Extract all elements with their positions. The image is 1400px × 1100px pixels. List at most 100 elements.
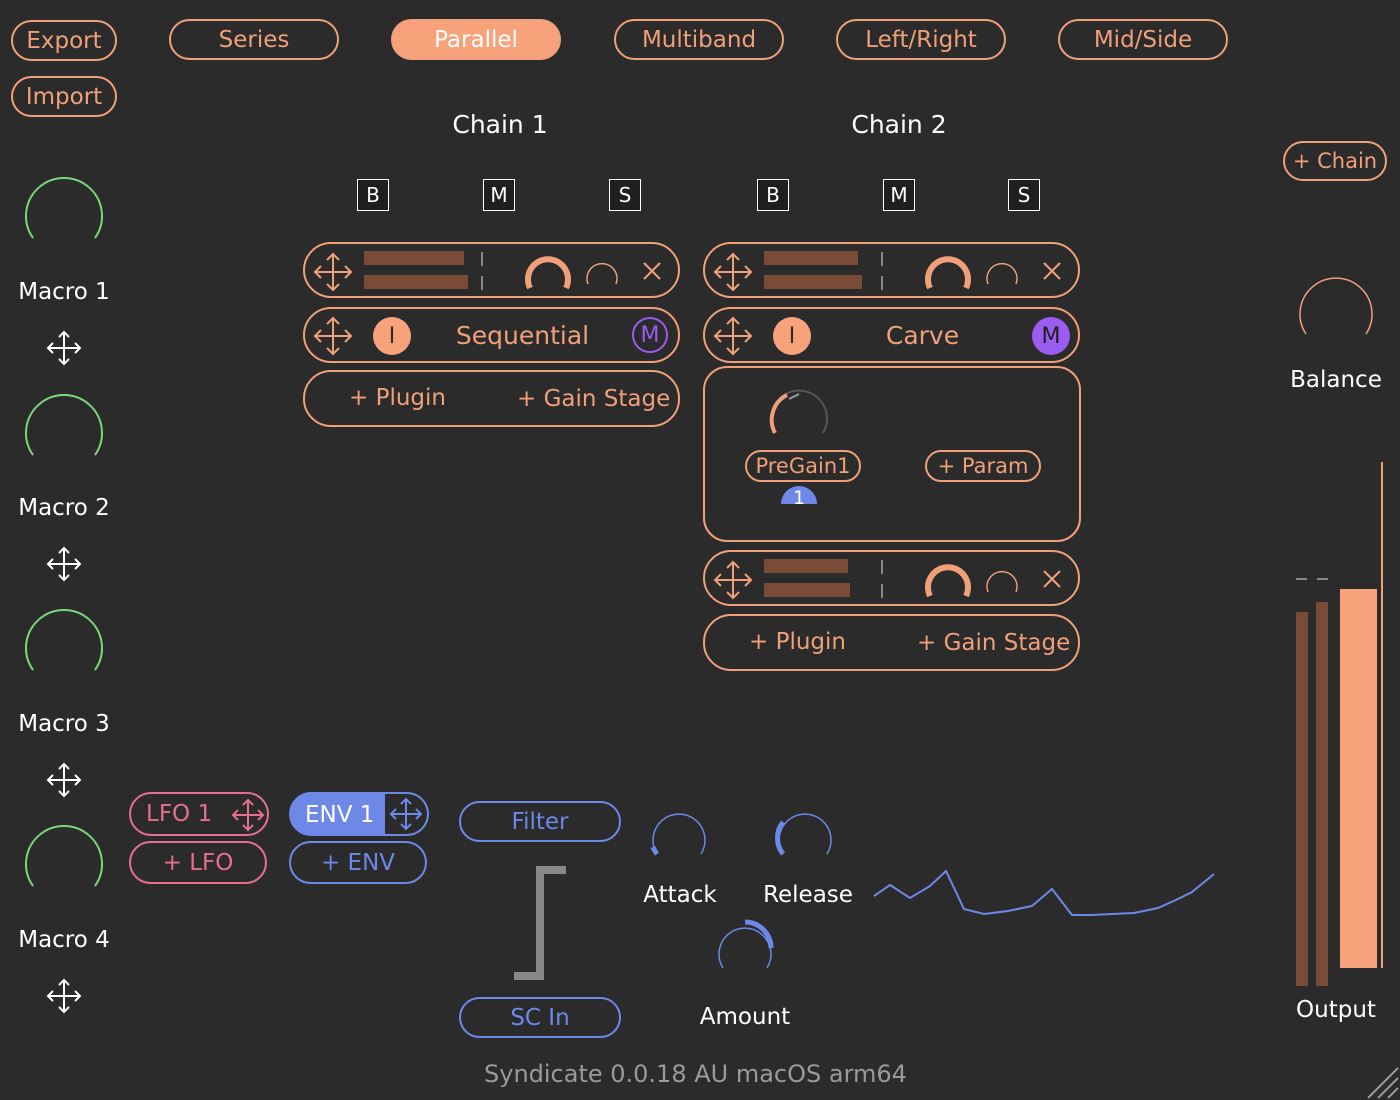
chain-1-mod-input-button[interactable]: I — [373, 317, 411, 355]
chain-2-gain-1-close-icon[interactable] — [1042, 261, 1062, 281]
chain-2-mod-m-button[interactable]: M — [1032, 317, 1070, 355]
balance-knob[interactable] — [1294, 266, 1378, 342]
filter-label: Filter — [511, 808, 569, 835]
chain-2-mute-button[interactable]: M — [883, 179, 915, 211]
balance-label: Balance — [1290, 367, 1382, 393]
chain-2-gain-2-drag-icon[interactable] — [713, 560, 753, 600]
release-label: Release — [763, 882, 853, 908]
chain-1-solo-button[interactable]: S — [609, 179, 641, 211]
amount-knob[interactable] — [714, 919, 776, 976]
routing-left-right-label: Left/Right — [865, 26, 977, 53]
chain-2-gain-2-pan-knob[interactable] — [984, 562, 1020, 596]
chain-2-gain-1-pan-knob[interactable] — [984, 254, 1020, 288]
chain-2-gain-1-knob[interactable] — [923, 250, 973, 294]
chain-2-pregain-knob[interactable] — [765, 383, 833, 439]
macro-2-label: Macro 2 — [18, 495, 110, 521]
chain-2-add-param-button[interactable]: + Param — [925, 450, 1041, 482]
macro-4-label: Macro 4 — [18, 927, 110, 953]
output-peak-left — [1296, 578, 1307, 580]
routing-left-right-button[interactable]: Left/Right — [836, 19, 1006, 60]
filter-button[interactable]: Filter — [459, 801, 621, 842]
output-gain-slider[interactable] — [1340, 589, 1377, 968]
chain-2-gain-1-meter-left — [764, 251, 858, 265]
output-label: Output — [1296, 997, 1376, 1023]
import-button[interactable]: Import — [11, 76, 117, 117]
lfo-1-label: LFO 1 — [146, 801, 213, 827]
add-chain-label: + Chain — [1292, 149, 1378, 173]
chain-2-pregain-param-button[interactable]: PreGain1 — [745, 450, 861, 482]
chain-1-gain-meter-right — [364, 275, 468, 289]
macro-2-drag-icon[interactable] — [46, 546, 82, 582]
add-env-button[interactable]: + ENV — [289, 841, 427, 884]
routing-mid-side-button[interactable]: Mid/Side — [1058, 19, 1228, 60]
chain-1-mod-m-button[interactable]: M — [632, 317, 668, 353]
output-slider-track — [1381, 462, 1383, 968]
chain-2-title: Chain 2 — [851, 110, 947, 139]
chain-2-gain-1-drag-icon[interactable] — [713, 252, 753, 292]
release-knob[interactable] — [774, 806, 836, 862]
chain-2-gain-2-close-icon[interactable] — [1042, 569, 1062, 589]
sidechain-filter-graph[interactable] — [510, 866, 570, 982]
routing-parallel-label: Parallel — [434, 26, 518, 53]
output-peak-right — [1317, 578, 1328, 580]
chain-1-title: Chain 1 — [452, 110, 548, 139]
env-1-drag-area[interactable] — [385, 794, 427, 834]
lfo-1-tab[interactable]: LFO 1 — [129, 792, 269, 836]
import-label: Import — [25, 83, 103, 110]
chain-2-bypass-button[interactable]: B — [757, 179, 789, 211]
macro-1-knob[interactable] — [20, 168, 108, 248]
sc-in-button[interactable]: SC In — [459, 997, 621, 1038]
chain-2-gain-1-meter-right — [764, 275, 862, 289]
env-1-tab[interactable]: ENV 1 — [289, 792, 429, 836]
chain-2-param-panel: PreGain1 1 + Param — [703, 366, 1081, 542]
chain-1-gain-marker-bottom — [481, 276, 483, 290]
export-button[interactable]: Export — [11, 20, 117, 61]
chain-2-gain-2-knob[interactable] — [923, 558, 973, 602]
chain-1-bypass-button[interactable]: B — [357, 179, 389, 211]
macro-4-knob[interactable] — [20, 816, 108, 896]
chain-1-gain-drag-icon[interactable] — [313, 252, 353, 292]
chain-2-add-param-label: + Param — [937, 454, 1029, 478]
chain-2-add-gain-stage-button[interactable]: + Gain Stage — [917, 630, 1071, 656]
chain-2-mod-name: Carve — [885, 321, 960, 350]
chain-2-pregain-mod-badge[interactable]: 1 — [781, 486, 817, 509]
add-env-label: + ENV — [320, 849, 396, 876]
routing-series-button[interactable]: Series — [169, 19, 339, 60]
add-lfo-button[interactable]: + LFO — [129, 841, 267, 884]
routing-parallel-button[interactable]: Parallel — [391, 19, 561, 60]
routing-series-label: Series — [218, 26, 290, 53]
chain-1-gain-knob[interactable] — [523, 250, 573, 294]
macro-1-label: Macro 1 — [18, 279, 110, 305]
routing-mid-side-label: Mid/Side — [1093, 26, 1193, 53]
macro-3-drag-icon[interactable] — [46, 762, 82, 798]
chain-2-solo-button[interactable]: S — [1008, 179, 1040, 211]
chain-2-pregain-mod-badge-label: 1 — [792, 487, 806, 509]
chain-2-gain-2-meter-right — [764, 583, 850, 597]
macro-1-drag-icon[interactable] — [46, 330, 82, 366]
chain-1-gain-marker-top — [481, 252, 483, 266]
version-footer: Syndicate 0.0.18 AU macOS arm64 — [484, 1060, 907, 1088]
chain-2-mod-m-label: M — [1041, 323, 1061, 349]
chain-1-mod-drag-icon[interactable] — [313, 316, 353, 356]
add-chain-button[interactable]: + Chain — [1283, 141, 1387, 181]
chain-2-gain-2-meter-left — [764, 559, 848, 573]
chain-1-gain-close-icon[interactable] — [642, 261, 662, 281]
chain-2-add-plugin-button[interactable]: + Plugin — [749, 629, 846, 655]
chain-1-pan-knob[interactable] — [584, 254, 620, 288]
routing-multiband-button[interactable]: Multiband — [614, 19, 784, 60]
chain-1-add-gain-stage-button[interactable]: + Gain Stage — [517, 386, 671, 412]
chain-2-mod-input-button[interactable]: I — [773, 317, 811, 355]
macro-4-drag-icon[interactable] — [46, 978, 82, 1014]
chain-2-mod-drag-icon[interactable] — [713, 316, 753, 356]
chain-2-gain-2-marker-bottom — [881, 584, 883, 598]
chain-1-mod-name: Sequential — [455, 321, 590, 350]
resize-grip-icon[interactable] — [1360, 1060, 1400, 1100]
macro-3-knob[interactable] — [20, 600, 108, 680]
chain-1-add-plugin-button[interactable]: + Plugin — [349, 385, 446, 411]
chain-1-mute-button[interactable]: M — [483, 179, 515, 211]
macro-2-knob[interactable] — [20, 385, 108, 465]
chain-1-gain-meter-left — [364, 251, 464, 265]
env-1-label: ENV 1 — [305, 802, 375, 828]
attack-knob[interactable] — [648, 806, 710, 862]
lfo-1-drag-icon[interactable] — [231, 798, 265, 832]
